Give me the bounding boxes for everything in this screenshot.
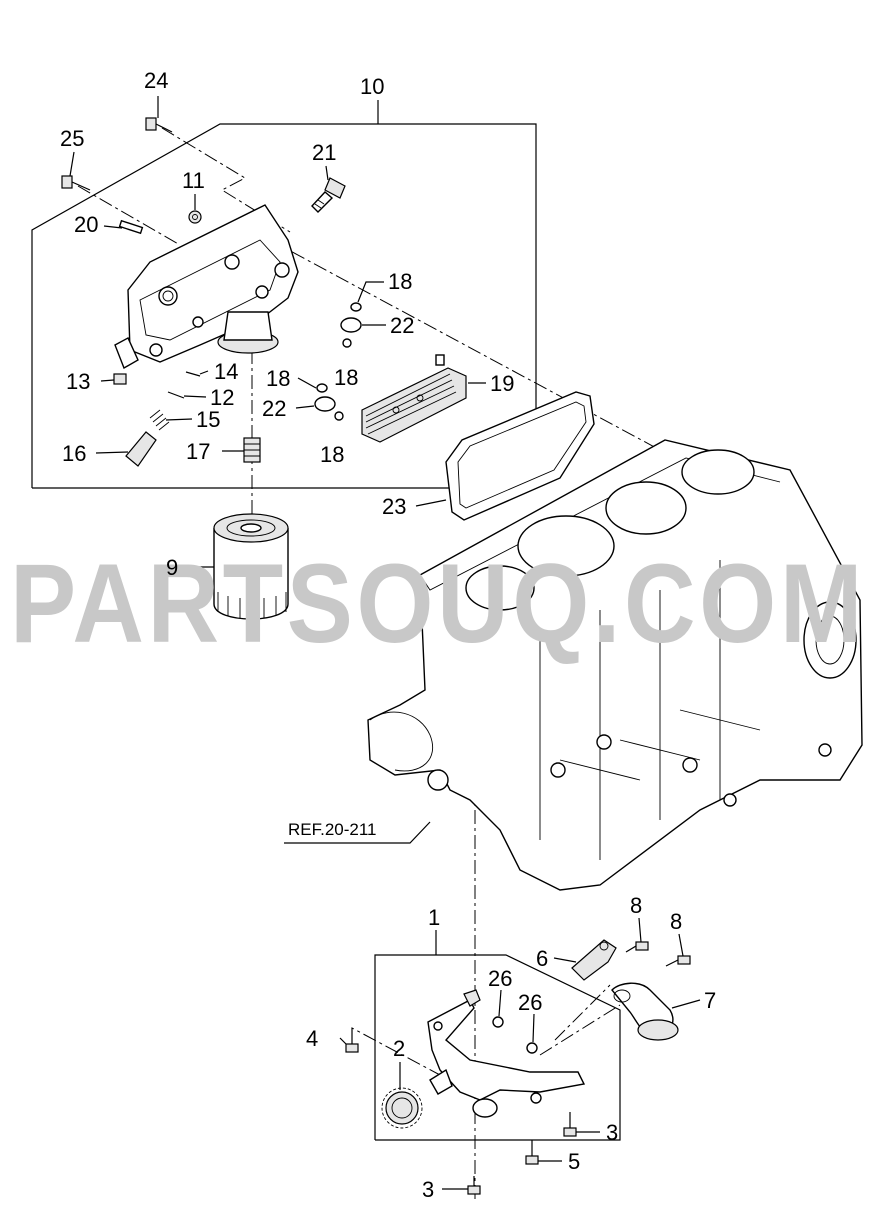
gasket-23 [445, 391, 595, 521]
callout-12: 12 [210, 385, 234, 410]
callout-2: 2 [393, 1036, 405, 1061]
callout-24: 24 [144, 68, 168, 93]
bolt-8a [625, 941, 649, 953]
callout-8-b: 8 [670, 909, 682, 934]
pin-14 [185, 371, 201, 377]
callout-11: 11 [182, 168, 205, 193]
oil-cooler-19 [361, 354, 467, 443]
callout-5: 5 [568, 1149, 580, 1174]
callout-23: 23 [382, 494, 406, 519]
callout-13: 13 [66, 369, 90, 394]
connector-17 [243, 437, 261, 463]
leader-lines [69, 96, 701, 1190]
bolt-4 [345, 1028, 359, 1053]
bolt-5 [525, 1140, 539, 1165]
callout-18-c: 18 [266, 366, 290, 391]
oil-pump-body [427, 989, 586, 1118]
pin-12 [167, 391, 185, 399]
callout-18-b: 18 [334, 365, 358, 390]
callout-6: 6 [536, 946, 548, 971]
callout-8-a: 8 [630, 893, 642, 918]
callout-15: 15 [196, 407, 220, 432]
callout-9: 9 [166, 555, 178, 580]
oil-cooler-assembly-frame [31, 123, 537, 489]
callout-19: 19 [490, 371, 514, 396]
callout-18-d: 18 [320, 442, 344, 467]
reference-label: REF.20-211 [288, 820, 377, 839]
callout-22-b: 22 [262, 396, 286, 421]
callout-labels: 10 24 25 21 11 20 18 22 18 13 14 18 19 1… [60, 68, 716, 1202]
callout-25: 25 [60, 126, 84, 151]
callout-17: 17 [186, 439, 210, 464]
dowel-pin-20 [118, 219, 144, 235]
oil-filter-housing [114, 204, 299, 370]
cylinder-block [367, 439, 863, 891]
bolt-25 [61, 175, 91, 191]
oil-pressure-switch-21 [311, 177, 346, 213]
callout-18-a: 18 [388, 269, 412, 294]
o-rings-26 [492, 1016, 538, 1054]
watermark: PARTSOUQ.COM [10, 541, 866, 666]
callout-22-a: 22 [390, 313, 414, 338]
oil-filter-9 [213, 513, 289, 620]
oil-pump-assembly-frame [374, 954, 621, 1141]
strainer-7 [611, 982, 679, 1041]
callout-16: 16 [62, 441, 86, 466]
sprocket-2 [381, 1087, 423, 1129]
callout-10: 10 [360, 74, 384, 99]
nut-11 [188, 210, 202, 224]
bracket-6 [571, 939, 617, 981]
spring-15 [149, 409, 170, 431]
callout-21: 21 [312, 140, 336, 165]
bolt-3b [467, 1176, 481, 1195]
callout-3-a: 3 [606, 1120, 618, 1145]
relief-valve-16 [125, 431, 157, 467]
o-rings [314, 302, 362, 421]
callout-14: 14 [214, 359, 238, 384]
plug-13 [113, 373, 127, 385]
callout-4: 4 [306, 1026, 318, 1051]
callout-3-b: 3 [422, 1177, 434, 1202]
callout-26-b: 26 [518, 990, 542, 1015]
callout-7: 7 [704, 988, 716, 1013]
bolt-8b [665, 955, 691, 967]
bolt-3a [563, 1112, 577, 1137]
callout-26-a: 26 [488, 966, 512, 991]
callout-1: 1 [428, 905, 440, 930]
callout-20: 20 [74, 212, 98, 237]
bolt-24 [145, 117, 173, 133]
